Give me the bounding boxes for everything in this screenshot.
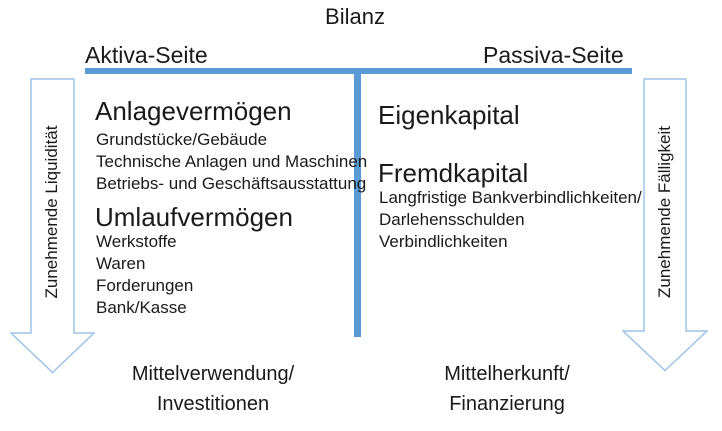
footer-line: Investitionen xyxy=(156,393,270,415)
liquidity-arrow-label: Zunehmende Liquidität xyxy=(42,125,61,299)
down-arrow-right-icon xyxy=(622,78,708,372)
down-arrow-left-icon xyxy=(10,78,95,374)
footer-label-mittelherkunft: Mittelherkunft/ Finanzierung xyxy=(394,359,620,419)
footer-line: Mittelverwendung/ xyxy=(131,363,295,385)
fremdkapital-item-list: Langfristige Bankverbindlichkeiten/ Darl… xyxy=(379,187,642,253)
list-item: Forderungen xyxy=(96,276,194,295)
umlaufvermoegen-item-list: Werkstoffe Waren Forderungen Bank/Kasse xyxy=(96,231,193,319)
section-heading-fremdkapital: Fremdkapital xyxy=(378,158,529,188)
list-item: Bank/Kasse xyxy=(96,298,187,317)
section-heading-umlaufvermoegen: Umlaufvermögen xyxy=(95,202,293,232)
list-item: Verbindlichkeiten xyxy=(379,232,508,251)
list-item: Waren xyxy=(96,254,146,273)
list-item: Betriebs- und Geschäftsausstattung xyxy=(96,174,367,193)
footer-line: Finanzierung xyxy=(449,393,565,415)
aktiva-column-header: Aktiva-Seite xyxy=(85,42,208,68)
list-item: Langfristige Bankverbindlichkeiten/ xyxy=(379,188,642,207)
diagram-title: Bilanz xyxy=(325,4,385,29)
anlagevermoegen-item-list: Grundstücke/Gebäude Technische Anlagen u… xyxy=(96,129,367,195)
footer-label-mittelverwendung: Mittelverwendung/ Investitionen xyxy=(100,359,326,419)
list-item: Grundstücke/Gebäude xyxy=(96,130,268,149)
section-heading-eigenkapital: Eigenkapital xyxy=(378,100,520,130)
list-item: Werkstoffe xyxy=(96,232,177,251)
maturity-arrow-label: Zunehmende Fälligkeit xyxy=(655,126,674,298)
section-heading-anlagevermoegen: Anlagevermögen xyxy=(95,96,292,126)
list-item: Technische Anlagen und Maschinen xyxy=(96,152,368,171)
footer-line: Mittelherkunft/ xyxy=(444,363,570,385)
list-item: Darlehensschulden xyxy=(379,210,525,229)
passiva-column-header: Passiva-Seite xyxy=(483,42,624,68)
vertical-divider xyxy=(354,68,361,337)
